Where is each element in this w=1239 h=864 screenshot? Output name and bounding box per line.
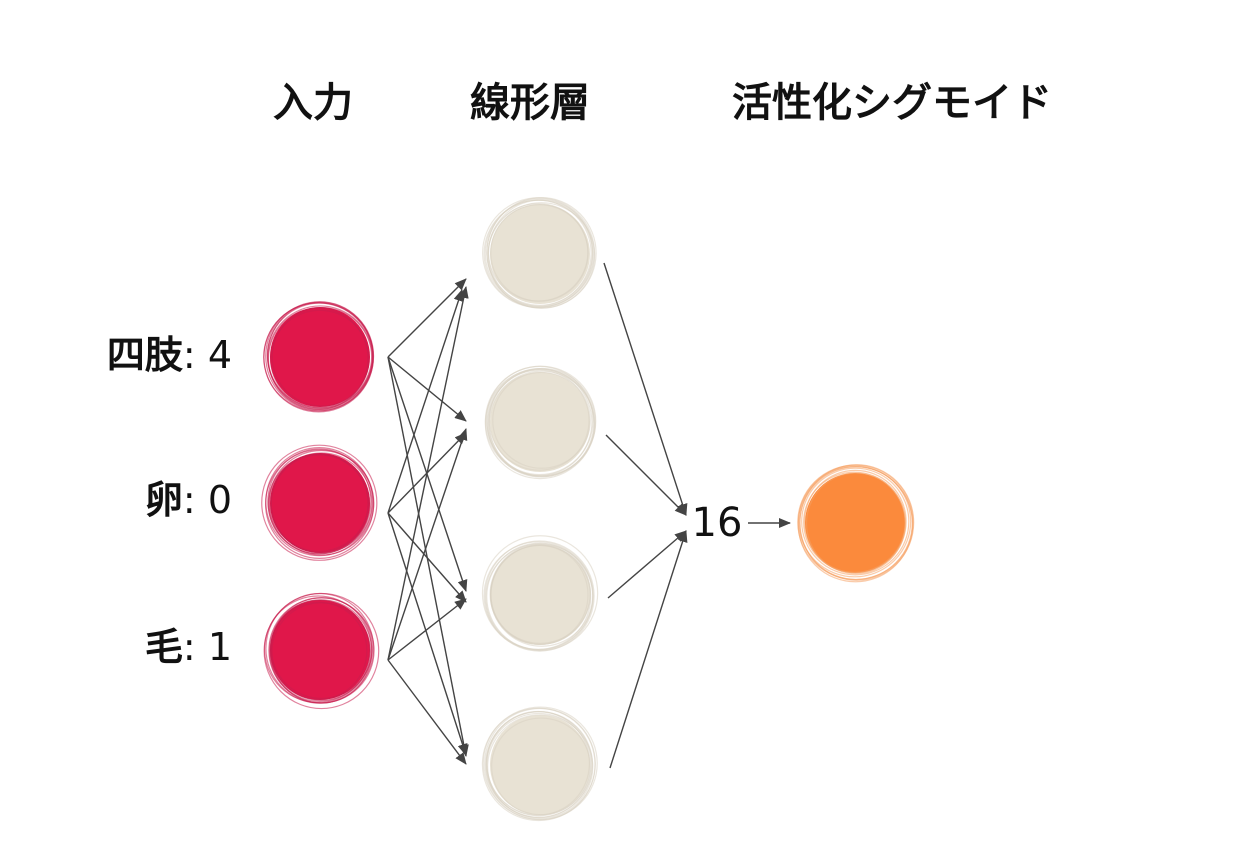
input-node-1-ring xyxy=(270,454,369,554)
input-node-0-ring xyxy=(269,309,370,409)
input-node-0-fill xyxy=(270,307,370,407)
input-key-hair: 毛 xyxy=(145,625,183,669)
output-node-ring xyxy=(801,467,910,576)
edge-input-0-hidden-1 xyxy=(387,356,467,422)
input-sep-eggs: : xyxy=(183,478,208,522)
linear-node-0 xyxy=(482,197,597,309)
edge-hidden-0-sum xyxy=(603,262,688,516)
output-node-fill xyxy=(805,473,905,573)
linear-node-2-fill xyxy=(490,545,590,645)
output-node-ring xyxy=(803,469,907,574)
header-input: 入力 xyxy=(273,80,353,126)
linear-node-0-ring xyxy=(487,199,595,308)
linear-node-1-ring xyxy=(492,371,591,469)
linear-node-2 xyxy=(481,535,599,652)
edge-input-0-hidden-0 xyxy=(387,278,467,358)
input-node-0-ring xyxy=(263,301,374,413)
input-sep-limbs: : xyxy=(183,333,208,377)
header-activation-sigmoid: 活性化シグモイド xyxy=(732,80,1052,126)
edge-input-2-hidden-1 xyxy=(387,428,468,661)
input-node-2 xyxy=(263,592,380,710)
edge-input-1-hidden-3 xyxy=(387,512,468,756)
edge-input-2-hidden-2 xyxy=(387,598,467,661)
input-node-0 xyxy=(263,301,375,413)
linear-node-3-ring xyxy=(486,712,592,817)
input-value-eggs: 0 xyxy=(208,478,232,522)
linear-node-3 xyxy=(481,706,598,822)
linear-node-2-ring xyxy=(489,543,594,647)
input-label-eggs: 卵: 0 xyxy=(145,478,232,522)
linear-node-1-ring xyxy=(487,367,597,478)
edge-input-1-hidden-2 xyxy=(387,512,467,603)
linear-node-3-ring xyxy=(491,717,591,816)
linear-node-0-ring xyxy=(486,198,594,306)
input-value-limbs: 4 xyxy=(208,333,232,377)
output-node xyxy=(797,464,915,583)
linear-node-1 xyxy=(484,365,597,480)
input-node-0-ring xyxy=(271,307,373,407)
edge-hidden-3-sum xyxy=(609,530,688,769)
network-nodes xyxy=(261,197,915,822)
input-sep-hair: : xyxy=(183,625,208,669)
edge-input-1-hidden-0 xyxy=(387,289,464,514)
sum-value: 16 xyxy=(692,500,743,546)
output-node-ring xyxy=(799,466,913,581)
edge-input-2-hidden-0 xyxy=(387,286,469,661)
linear-node-3-ring xyxy=(485,710,594,818)
edge-hidden-1-sum xyxy=(605,434,687,516)
input-node-1-fill xyxy=(270,453,370,553)
linear-node-2-ring xyxy=(481,535,599,652)
edge-hidden-2-sum xyxy=(607,530,687,599)
input-node-2-fill xyxy=(270,600,370,700)
input-node-1-ring xyxy=(261,444,378,561)
linear-node-3-ring xyxy=(484,707,596,821)
input-label-hair: 毛: 1 xyxy=(145,625,232,669)
linear-node-1-ring xyxy=(488,370,596,477)
linear-node-3-fill xyxy=(490,715,590,815)
input-node-1 xyxy=(261,444,378,561)
edge-input-2-hidden-3 xyxy=(387,659,467,765)
input-key-limbs: 四肢 xyxy=(107,333,184,377)
linear-node-0-fill xyxy=(490,204,590,304)
input-node-1-ring xyxy=(267,453,371,555)
input-label-limbs: 四肢: 4 xyxy=(107,333,232,377)
linear-node-0-ring xyxy=(490,204,589,302)
header-linear-layer: 線形層 xyxy=(470,80,590,126)
connection-edges xyxy=(387,262,791,769)
input-node-1-ring xyxy=(268,449,375,556)
input-value-hair: 1 xyxy=(208,625,232,669)
input-node-2-ring xyxy=(269,601,368,701)
input-node-2-ring xyxy=(268,597,375,704)
linear-node-1-fill xyxy=(490,372,590,472)
linear-node-1-ring xyxy=(485,365,594,476)
input-node-0-ring xyxy=(267,305,373,411)
input-key-eggs: 卵 xyxy=(145,478,183,522)
